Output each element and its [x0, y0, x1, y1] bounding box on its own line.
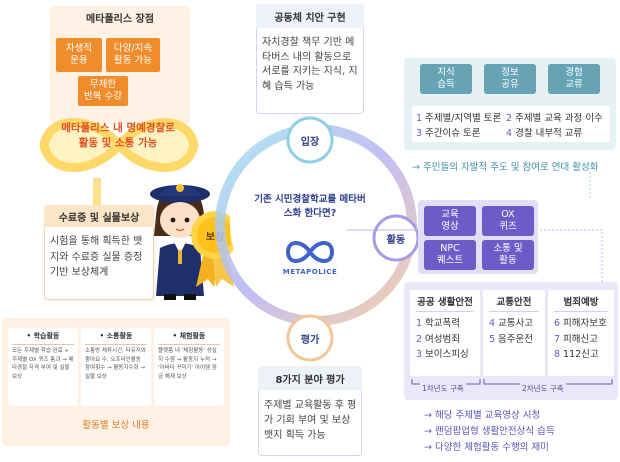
info-share-button: 정보 공유 — [484, 64, 536, 94]
meta-strengths-title: 메타폴리스 장점 — [86, 14, 154, 25]
knowledge-button: 지식 습득 — [420, 64, 472, 94]
safety-bullet-2: → 랜덤팝업형 생활안전상식 습득 — [424, 426, 555, 437]
ox-quiz-button: OX 퀴즈 — [482, 206, 534, 236]
strength-button-unlimited: 무제한 반복 수강 — [78, 76, 128, 106]
metapolice-logo-text: METAPOLICE — [282, 268, 338, 276]
activity-column-learning: • 학습활동 모든 주제별 학습 완료 + 주제별 OX 퀴즈 통과 → 메타경… — [8, 328, 78, 406]
evaluation-title: 8가지 분야 평가 — [258, 366, 362, 390]
safety-bullet-3: → 다양한 체험활동 수행의 재미 — [424, 442, 549, 453]
metapolice-logo-icon — [285, 241, 335, 263]
year1-label: 1차년도 구축 — [420, 383, 466, 394]
evaluation-description: 주제별 교육활동 후 평가 기회 부여 및 보상 뱃지 획득 가능 — [264, 400, 357, 441]
entry-node-icon — [286, 116, 334, 164]
experience-exchange-button: 경험 교류 — [548, 64, 600, 94]
safety-bullet-1: → 해당 주제별 교육영상 시청 — [424, 410, 541, 421]
strength-button-diverse: 다양/지속 활동 가능 — [106, 38, 160, 72]
knowledge-summary: → 주민들의 자발적 주도 및 참여로 연대 활성화 — [412, 162, 599, 173]
evaluation-node-label: 평가 — [300, 334, 320, 346]
meta-strengths-banner: 메타폴리스 내 명예경찰로 활동 및 소통 가능 — [61, 122, 175, 149]
reward-title: 수료증 및 실물보상 — [44, 205, 154, 227]
evaluation-node-icon — [286, 314, 334, 362]
strength-button-self: 자생적 운용 — [56, 38, 102, 72]
knowledge-list — [412, 106, 610, 142]
npc-quest-button: NPC 퀘스트 — [424, 240, 476, 270]
connector-stem — [93, 178, 101, 208]
education-video-button: 교육 영상 — [424, 206, 476, 236]
center-question: 기존 시민경찰학교를 메타버스화 한다면? — [254, 194, 366, 219]
communication-activity-button: 소통 및 활동 — [482, 240, 534, 270]
activity-node-label: 활동 — [386, 234, 406, 246]
year2-label: 2차년도 구축 — [520, 383, 566, 394]
connector-lines — [346, 172, 603, 282]
police-character-icon — [150, 184, 210, 300]
knowledge-item-4: 4 경찰 내부적 교류 — [506, 128, 583, 139]
entry-node-label: 입장 — [300, 136, 320, 148]
activity-column-experience: • 체험활동 플랫폼 내 '체험활동' 성실히 수행 → 활동지 누적 → '아… — [154, 328, 224, 406]
community-description: 자치경찰 책무 기반 메타버스 내의 활동으로 서로를 지키는 지식, 지혜 습… — [262, 37, 358, 92]
activity-rewards-caption: 활동별 보상 내용 — [82, 420, 150, 431]
reward-badge-label: 보상 — [205, 231, 225, 243]
infinity-ribbon-icon — [39, 118, 199, 172]
knowledge-item-3: 3 주간이슈 토론 — [416, 128, 481, 139]
community-title: 공동체 치안 구현 — [256, 4, 364, 28]
reward-description: 시험을 통해 획득한 뱃지와 수료증 실물 증정 기반 보상체계 — [50, 236, 143, 278]
activity-column-communication: • 소통활동 소통방 체류시간, 타유저와 좋아요 수, 오프라인활동 참여횟수… — [81, 328, 151, 406]
knowledge-item-1: 1 주제별/지역별 토론 — [416, 113, 502, 124]
knowledge-item-2: 2 주제별 교육 과정 이수 — [506, 113, 603, 124]
